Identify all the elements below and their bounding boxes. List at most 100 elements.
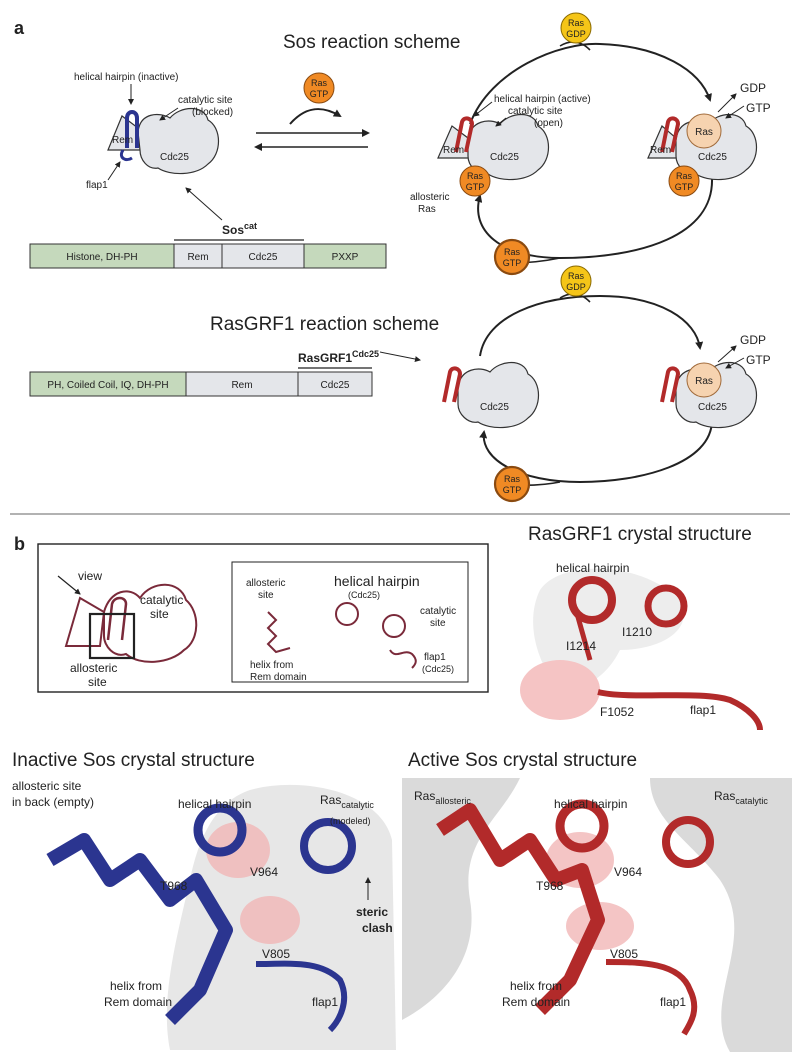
cdc25-shape [137, 107, 220, 175]
ras-allosteric-label: Rasallosteric [414, 789, 471, 806]
svg-text:Histone, DH-PH: Histone, DH-PH [66, 252, 137, 263]
svg-text:Rem domain: Rem domain [104, 995, 172, 1009]
svg-text:T968: T968 [536, 879, 564, 893]
rem-helix-active [436, 803, 605, 1015]
svg-text:V964: V964 [614, 865, 642, 879]
rasgrf1-domain-bar: RasGRF1Cdc25 PH, Coiled Coil, IQ, DH-PH … [29, 349, 421, 397]
flap1-label: flap1 [86, 180, 108, 191]
active-sos-domain: Rem Cdc25 Ras GTP helical hairpin (activ… [410, 94, 591, 215]
flap1-inactive-icon [119, 149, 133, 162]
cycle-top-arc [469, 42, 712, 125]
svg-text:Rem domain: Rem domain [502, 995, 570, 1009]
svg-text:Ras: Ras [695, 376, 713, 387]
svg-text:Ras: Ras [467, 171, 484, 181]
ras-gtp-input-icon [303, 72, 335, 104]
allosteric-ras-icon [459, 165, 491, 197]
inactive-sos-domain: Rem Cdc25 helical hairpin (inactive) cat… [74, 72, 233, 191]
helical-hairpin-active-icon [454, 116, 475, 153]
sos-cat-label: Soscat [222, 221, 257, 237]
cycle-bottom-arc [474, 177, 714, 260]
svg-text:in back (empty): in back (empty) [12, 795, 94, 809]
svg-text:Rem: Rem [231, 380, 252, 391]
svg-text:Ras: Ras [504, 474, 521, 484]
svg-text:Rem domain: Rem domain [250, 672, 307, 683]
svg-text:Cdc25: Cdc25 [698, 402, 727, 413]
svg-text:Cdc25: Cdc25 [321, 380, 350, 391]
svg-text:flap1: flap1 [424, 652, 446, 663]
svg-text:helix from: helix from [110, 979, 162, 993]
sos-cycle: Ras GDP Ras GTP Rem Cdc25 Ras GTP helica… [410, 12, 771, 276]
svg-text:helix from: helix from [510, 979, 562, 993]
ras-gdp-icon [560, 12, 592, 44]
catalytic-blocked-label-1: catalytic site [178, 95, 233, 106]
inset-box [231, 561, 469, 683]
inset-diagram: allosteric site helical hairpin (Cdc25) … [246, 573, 456, 683]
allosteric-ras-label-1: allosteric [410, 192, 449, 203]
svg-text:V805: V805 [610, 947, 638, 961]
hairpin-active-label: helical hairpin (active) [494, 94, 591, 105]
svg-text:(Cdc25): (Cdc25) [348, 590, 380, 600]
catalytic-open-label-2: (open) [534, 118, 563, 129]
svg-text:allosteric: allosteric [246, 578, 285, 589]
view-label: view [78, 569, 102, 583]
panel-b-letter: b [14, 534, 25, 554]
panel-a: a Sos reaction scheme Rem Cdc25 helical … [14, 12, 771, 503]
rem-helix-inactive [46, 833, 233, 1025]
svg-text:Inactive Sos crystal structure: Inactive Sos crystal structure [12, 750, 255, 771]
rasgrf1-cdc25-label: RasGRF1Cdc25 [298, 349, 379, 365]
svg-text:site: site [88, 675, 107, 689]
active-structure: Active Sos crystal structure Rasalloster… [402, 750, 792, 1052]
svg-text:GDP: GDP [566, 282, 586, 292]
helical-hairpin-inactive-icon [125, 110, 139, 148]
svg-text:Cdc25: Cdc25 [249, 252, 278, 263]
equilibrium-arrows: Ras GTP [254, 72, 370, 151]
rasgrf1-scheme-title: RasGRF1 reaction scheme [210, 314, 439, 335]
sos-scheme-title: Sos reaction scheme [283, 32, 460, 53]
svg-text:Cdc25: Cdc25 [490, 152, 519, 163]
svg-text:helical hairpin: helical hairpin [554, 797, 627, 811]
svg-text:GDP: GDP [740, 333, 766, 347]
panel-a-letter: a [14, 18, 25, 38]
svg-text:Ras: Ras [568, 18, 585, 28]
svg-text:GTP: GTP [675, 182, 694, 192]
gdp-out-label: GDP [740, 81, 766, 95]
svg-text:RasGRF1 crystal structure: RasGRF1 crystal structure [528, 524, 752, 545]
inactive-structure: Inactive Sos crystal structure allosteri… [12, 750, 396, 1050]
svg-text:PH, Coiled Coil, IQ, DH-PH: PH, Coiled Coil, IQ, DH-PH [47, 380, 168, 391]
svg-text:site: site [430, 618, 446, 629]
svg-text:V805: V805 [262, 947, 290, 961]
svg-text:I1214: I1214 [566, 639, 596, 653]
svg-text:Cdc25: Cdc25 [480, 402, 509, 413]
svg-text:GTP: GTP [466, 182, 485, 192]
svg-text:flap1: flap1 [312, 995, 338, 1009]
svg-text:I1210: I1210 [622, 625, 652, 639]
cdc25-label: Cdc25 [160, 152, 189, 163]
rasgrf1-structure: RasGRF1 crystal structure helical hairpi… [520, 524, 763, 731]
ras-gtp-released-icon [493, 238, 531, 276]
svg-text:GTP: GTP [503, 485, 522, 495]
svg-text:helical hairpin: helical hairpin [334, 573, 420, 589]
svg-text:GTP: GTP [310, 89, 329, 99]
svg-text:GDP: GDP [566, 29, 586, 39]
svg-text:Active Sos crystal structure: Active Sos crystal structure [408, 750, 637, 771]
svg-text:F1052: F1052 [600, 705, 634, 719]
svg-text:site: site [150, 607, 169, 621]
svg-text:V964: V964 [250, 865, 278, 879]
svg-text:(modeled): (modeled) [330, 816, 371, 826]
ras-catalytic-label: Rascatalytic [714, 789, 768, 806]
sos-domain-bar: Soscat Histone, DH-PH Rem Cdc25 PXXP [29, 187, 387, 269]
panel-b: b view catalytic site allosteric site al… [12, 524, 792, 1052]
svg-text:Rem: Rem [187, 252, 208, 263]
svg-text:helical hairpin: helical hairpin [556, 561, 629, 575]
svg-text:allosteric site: allosteric site [12, 779, 82, 793]
svg-text:helical hairpin: helical hairpin [178, 797, 251, 811]
svg-text:steric: steric [356, 905, 388, 919]
view-box [88, 612, 136, 660]
svg-text:Rem: Rem [443, 145, 464, 156]
schematic-diagram: view catalytic site allosteric site [57, 569, 198, 689]
svg-text:allosteric: allosteric [70, 661, 117, 675]
catalytic-blocked-label-2: (blocked) [192, 107, 233, 118]
svg-text:Ras: Ras [311, 78, 328, 88]
svg-text:Ras: Ras [676, 171, 693, 181]
